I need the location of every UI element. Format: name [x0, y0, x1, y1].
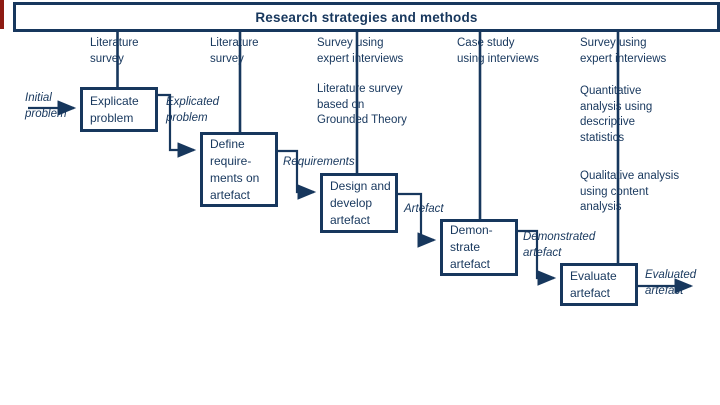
activity-evaluate: Evaluate artefact — [560, 263, 638, 306]
activity-demonstrate: Demon- strate artefact — [440, 219, 518, 276]
method-survey-expert-interviews-2: Survey using expert interviews — [580, 37, 667, 65]
slide-edge-accent — [0, 0, 4, 29]
method-case-study: Case study using interviews — [457, 37, 539, 65]
io-requirements: Requirements — [283, 156, 355, 168]
method-literature-survey-1: Literature survey — [90, 37, 139, 65]
banner-title: Research strategies and methods — [255, 9, 478, 25]
arrow-explicated-problem — [158, 93, 197, 158]
method-literature-survey-2: Literature survey — [210, 37, 259, 65]
io-demonstrated-artefact: Demonstrated artefact — [523, 231, 596, 259]
activity-explicate-problem: Explicate problem — [80, 87, 158, 132]
method-literature-survey-grounded-theory: Literature survey based on Grounded Theo… — [317, 83, 407, 126]
arrow-requirements — [278, 149, 317, 200]
activity-explicate-problem-label: Explicate problem — [90, 93, 139, 125]
activity-define-requirements: Define require- ments on artefact — [200, 132, 278, 207]
activity-demonstrate-label: Demon- strate artefact — [450, 223, 493, 271]
method-survey-expert-interviews-1: Survey using expert interviews — [317, 37, 404, 65]
activity-design-develop: Design and develop artefact — [320, 173, 398, 233]
method-quantitative-analysis: Quantitative analysis using descriptive … — [580, 85, 653, 144]
io-evaluated-artefact: Evaluated artefact — [645, 269, 697, 297]
io-initial-problem: Initial problem — [25, 92, 67, 120]
activity-design-develop-label: Design and develop artefact — [330, 178, 391, 227]
arrow-demonstrated-artefact — [518, 229, 557, 286]
arrow-artefact — [398, 192, 437, 248]
io-artefact: Artefact — [404, 203, 444, 215]
io-explicated-problem: Explicated problem — [166, 96, 220, 124]
activity-define-requirements-label: Define require- ments on artefact — [210, 136, 260, 202]
method-qualitative-analysis: Qualitative analysis using content analy… — [580, 170, 680, 213]
banner-research-strategies: Research strategies and methods — [13, 2, 720, 32]
activity-evaluate-label: Evaluate artefact — [570, 268, 617, 300]
